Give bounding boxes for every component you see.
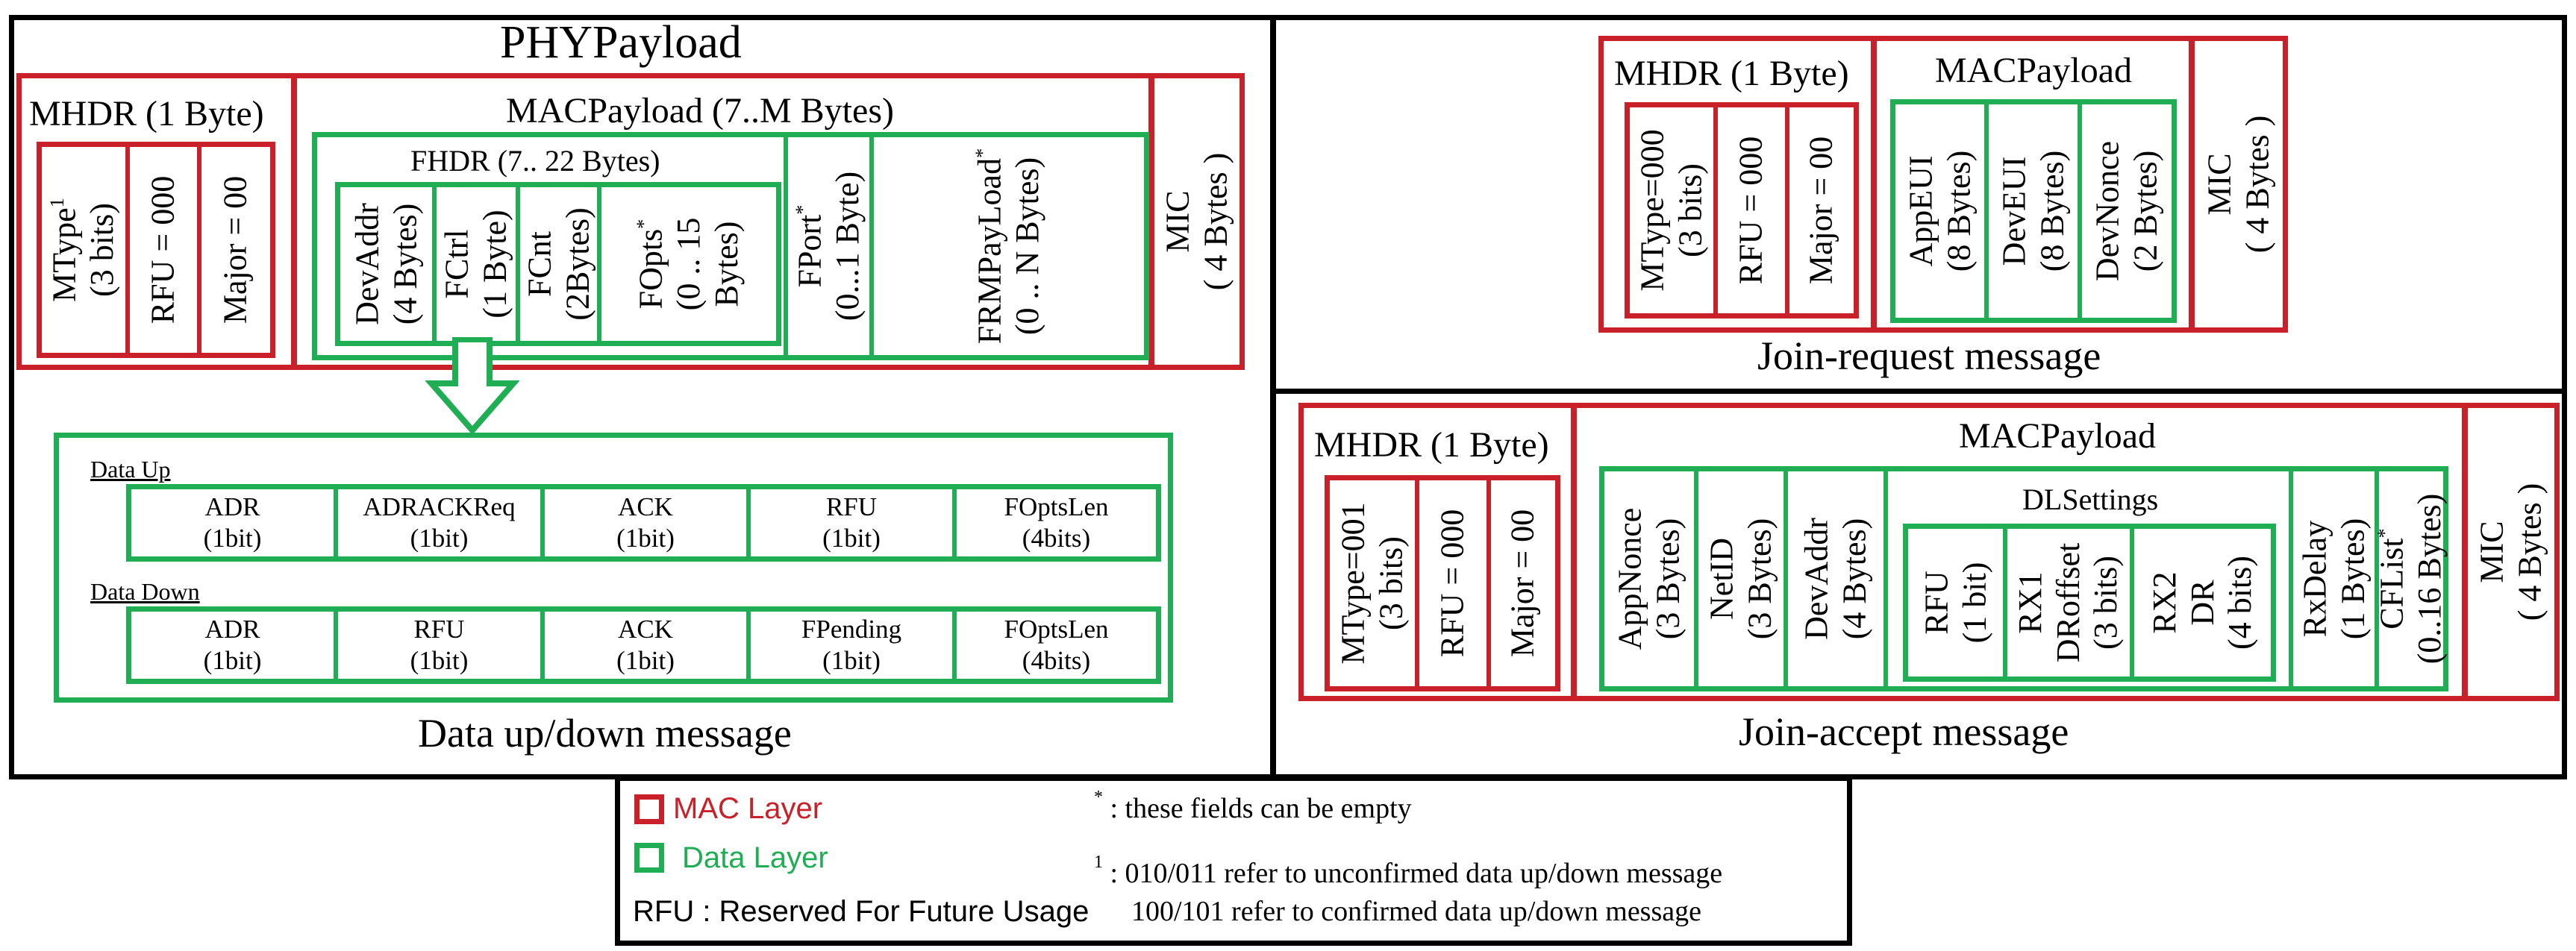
data-macpayload-label: MACPayload (7..M Bytes) <box>506 91 894 131</box>
data-mic-box: MIC( 4 Bytes ) <box>1149 73 1245 370</box>
jacc-mic-label: MIC( 4 Bytes ) <box>2473 483 2548 621</box>
fport-field: FPort*(0...1 Byte) <box>790 171 866 321</box>
jreq-macpayload-label: MACPayload <box>1935 51 2132 90</box>
up-foptslen-cell: FOptsLen(4bits) <box>1004 492 1109 553</box>
data-mac-inner: FHDR (7.. 22 Bytes) DevAddr(4 Bytes) FCt… <box>312 132 1149 360</box>
devaddr-field: DevAddr(4 Bytes) <box>348 203 423 325</box>
data-down-label: Data Down <box>90 578 200 605</box>
jacc-macpayload-label: MACPayload <box>1959 416 2156 456</box>
jreq-mtype-field: MType=000(3 bits) <box>1634 129 1708 292</box>
data-up-label: Data Up <box>90 456 171 483</box>
jreq-mic-box: MIC( 4 Bytes ) <box>2189 36 2288 333</box>
deveui-field: DevEUI(8 Bytes) <box>1995 150 2070 272</box>
data-mic-label: MIC( 4 Bytes ) <box>1159 152 1234 291</box>
appnonce-field: AppNonce(3 Bytes) <box>1611 507 1686 650</box>
jreq-mhdr-box: MHDR (1 Byte) MType=000(3 bits) RFU = 00… <box>1598 36 1876 333</box>
jacc-mac-inner: AppNonce(3 Bytes) NetID(3 Bytes) DevAddr… <box>1599 466 2448 691</box>
jacc-mhdr-box: MHDR (1 Byte) MType=001(3 bits) RFU = 00… <box>1298 403 1576 701</box>
jreq-mic-label: MIC( 4 Bytes ) <box>2201 115 2275 254</box>
jacc-macpayload-box: MACPayload AppNonce(3 Bytes) NetID(3 Byt… <box>1572 403 2467 701</box>
up-adr-cell: ADR(1bit) <box>203 492 262 553</box>
cflist-field: CFList*(0..16 Bytes) <box>2373 493 2448 665</box>
fctrl-detail-box: Data Up ADR(1bit) ADRACKReq(1bit) ACK(1b… <box>54 433 1173 703</box>
jacc-devaddr-field: DevAddr(4 Bytes) <box>1798 518 1872 640</box>
empty-fields-note: * : these fields can be empty <box>1094 788 1412 824</box>
legend-frame <box>615 776 1852 946</box>
jacc-mhdr-label: MHDR (1 Byte) <box>1314 425 1549 465</box>
join-messages-frame <box>1271 15 2567 779</box>
down-foptslen-cell: FOptsLen(4bits) <box>1004 615 1109 675</box>
data-macpayload-box: MACPayload (7..M Bytes) FHDR (7.. 22 Byt… <box>292 73 1154 370</box>
fctrl-field: FCtrl(1 Byte) <box>438 210 513 318</box>
dlsettings-label: DLSettings <box>2022 483 2159 516</box>
jacc-major-field: Major = 00 <box>1504 509 1541 658</box>
jreq-rfu-field: RFU = 000 <box>1732 136 1769 285</box>
jreq-macpayload-box: MACPayload AppEUI(8 Bytes) DevEUI(8 Byte… <box>1872 36 2194 333</box>
jacc-mic-box: MIC( 4 Bytes ) <box>2463 403 2560 701</box>
fhdr-box: DevAddr(4 Bytes) FCtrl(1 Byte) FCnt(2Byt… <box>335 182 781 346</box>
data-mhdr-fields: MType1(3 bits) RFU = 000 Major = 00 <box>37 142 275 358</box>
data-rfu-field: RFU = 000 <box>144 175 181 324</box>
rxdelay-field: RxDelay(1 Bytes) <box>2295 518 2371 640</box>
data-mhdr-box: MHDR (1 Byte) MType1(3 bits) RFU = 000 M… <box>16 73 296 370</box>
up-ack-cell: ACK(1bit) <box>616 492 675 553</box>
jreq-mhdr-fields: MType=000(3 bits) RFU = 000 Major = 00 <box>1625 102 1859 318</box>
down-rfu-cell: RFU(1bit) <box>410 615 469 675</box>
data-message-caption: Data up/down message <box>418 711 792 756</box>
data-down-row: ADR(1bit) RFU(1bit) ACK(1bit) FPending(1… <box>126 606 1161 684</box>
mac-layer-swatch <box>634 794 664 824</box>
data-major-field: Major = 00 <box>216 175 254 324</box>
data-mtype-field: MType1(3 bits) <box>46 198 121 302</box>
appeui-field: AppEUI(8 Bytes) <box>1901 150 1977 272</box>
expand-arrow-icon <box>425 337 519 434</box>
jreq-major-field: Major = 00 <box>1802 136 1839 285</box>
down-fpending-cell: FPending(1bit) <box>801 615 902 675</box>
jacc-mtype-field: MType=001(3 bits) <box>1334 502 1409 665</box>
rfu-note: RFU : Reserved For Future Usage <box>633 895 1090 928</box>
fhdr-label: FHDR (7.. 22 Bytes) <box>410 144 660 178</box>
jacc-rfu-field: RFU = 000 <box>1434 509 1471 658</box>
up-rfu-cell: RFU(1bit) <box>822 492 881 553</box>
data-up-row: ADR(1bit) ADRACKReq(1bit) ACK(1bit) RFU(… <box>126 484 1161 562</box>
mac-layer-label: MAC Layer <box>673 792 823 825</box>
down-adr-cell: ADR(1bit) <box>203 615 262 675</box>
jreq-mhdr-label: MHDR (1 Byte) <box>1614 54 1849 93</box>
data-mhdr-label: MHDR (1 Byte) <box>29 94 264 134</box>
jreq-mac-inner: AppEUI(8 Bytes) DevEUI(8 Bytes) DevNonce… <box>1890 99 2177 323</box>
up-adrackreq-cell: ADRACKReq(1bit) <box>363 492 516 553</box>
data-layer-swatch <box>634 843 664 873</box>
join-divider <box>1271 389 2567 394</box>
devnonce-field: DevNonce(2 Bytes) <box>2089 140 2163 282</box>
frmpayload-field: FRMPayLoad*(0 .. N Bytes) <box>971 148 1046 345</box>
data-layer-label: Data Layer <box>682 841 828 874</box>
fcnt-field: FCnt(2Bytes) <box>520 207 595 321</box>
join-request-caption: Join-request message <box>1757 333 2101 378</box>
dl-rfu-field: RFU(1 bit) <box>1917 562 1992 644</box>
down-ack-cell: ACK(1bit) <box>616 615 675 675</box>
join-accept-caption: Join-accept message <box>1739 709 2069 754</box>
netid-field: NetID(3 Bytes) <box>1703 518 1778 640</box>
phypayload-title: PHYPayload <box>500 17 742 68</box>
jacc-mhdr-fields: MType=001(3 bits) RFU = 000 Major = 00 <box>1325 475 1560 691</box>
mtype-footnote: 1 : 010/011 refer to unconfirmed data up… <box>1094 853 1723 928</box>
